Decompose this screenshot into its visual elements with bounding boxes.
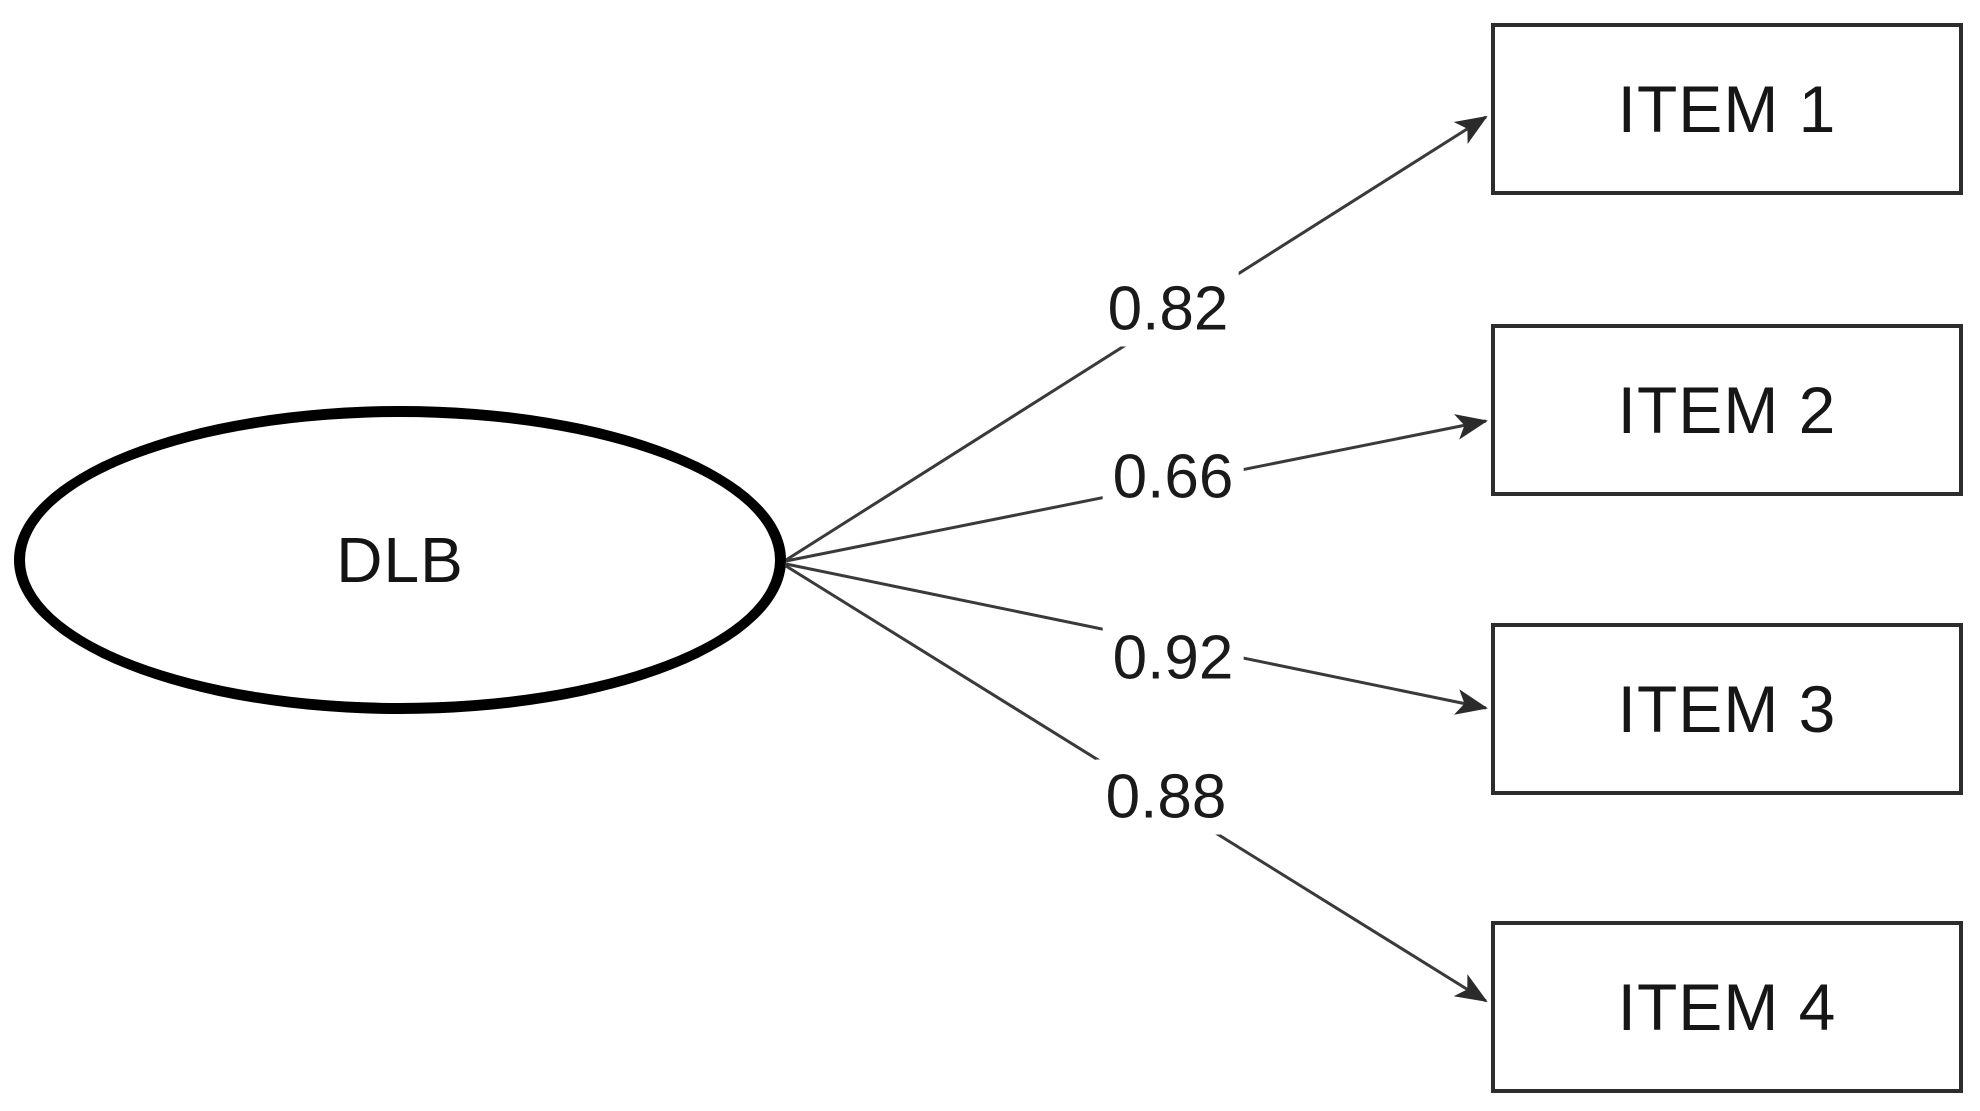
loading-label-item2: 0.66 (1102, 439, 1244, 515)
item-box-2: ITEM 2 (1491, 324, 1963, 496)
latent-variable-ellipse: DLB (14, 406, 786, 714)
item-label-2: ITEM 2 (1617, 373, 1837, 447)
item-label-1: ITEM 1 (1617, 72, 1837, 146)
loading-label-item1: 0.82 (1097, 271, 1239, 347)
item-label-3: ITEM 3 (1617, 672, 1837, 746)
item-box-4: ITEM 4 (1491, 921, 1963, 1093)
item-box-3: ITEM 3 (1491, 623, 1963, 795)
latent-variable-label: DLB (336, 524, 464, 596)
loading-label-item3: 0.92 (1102, 620, 1244, 696)
item-label-4: ITEM 4 (1617, 970, 1837, 1044)
loading-label-item4: 0.88 (1095, 759, 1237, 835)
item-box-1: ITEM 1 (1491, 23, 1963, 195)
